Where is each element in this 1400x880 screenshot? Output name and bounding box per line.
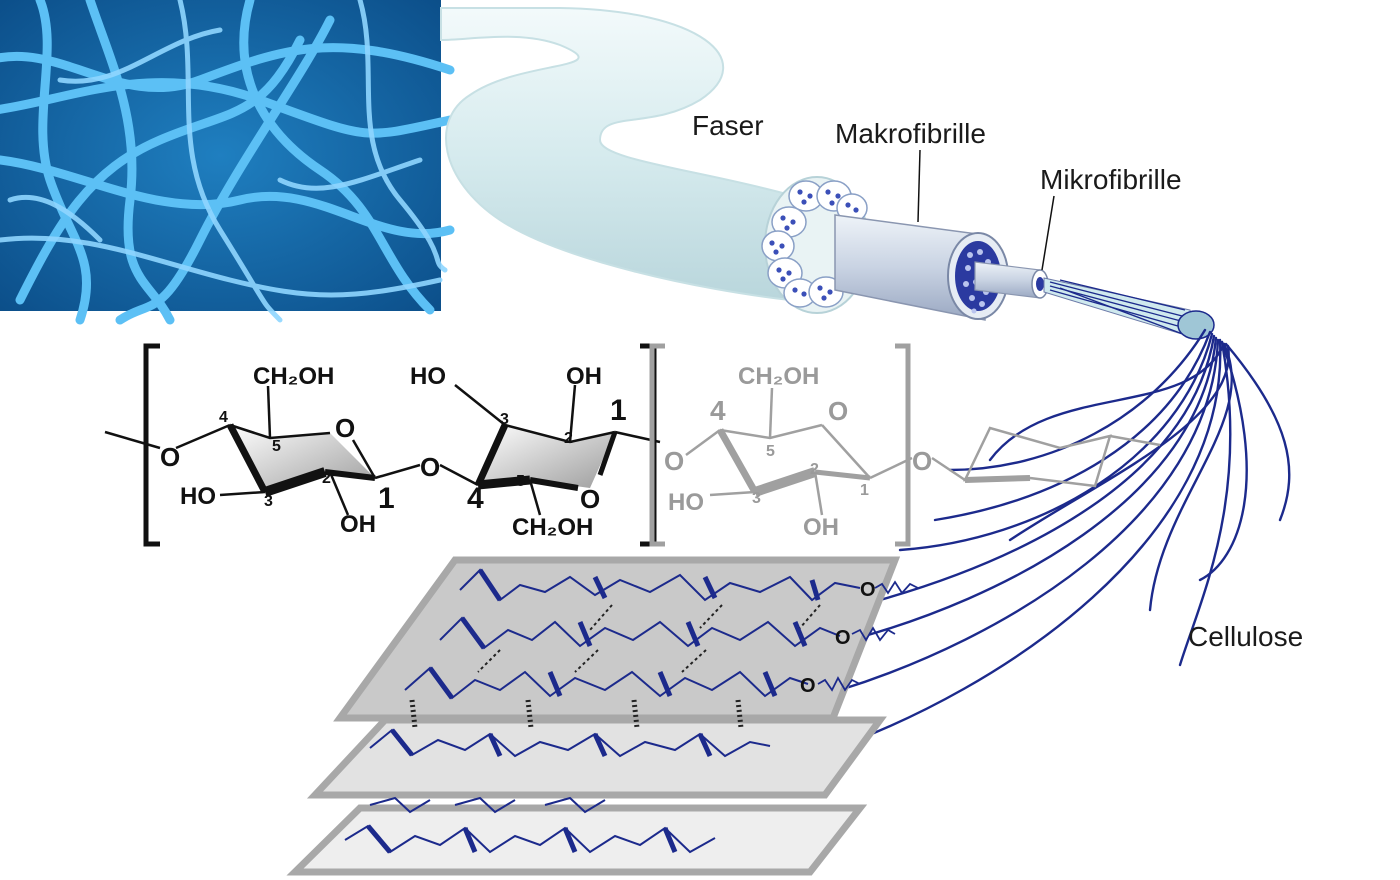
- c4-gray-label: 4: [710, 395, 726, 426]
- c4-ring2-label: 4: [467, 482, 484, 515]
- ch2oh-bottom-label: CH₂OH: [512, 514, 593, 541]
- o-ring2-label: O: [580, 484, 600, 514]
- cellobiose-structure: [104, 343, 661, 547]
- c3-num: 3: [264, 493, 273, 510]
- ho-gray-label: HO: [668, 489, 704, 516]
- g1-num: 1: [860, 482, 869, 499]
- label-mikrofibrille: Mikrofibrille: [1040, 164, 1182, 195]
- mikrofibrille-tube: [974, 261, 1215, 340]
- c1-ring2-label: 1: [610, 394, 627, 427]
- oh-bottom-label: OH: [340, 511, 376, 538]
- sheet-o-3: O: [800, 675, 816, 697]
- c5-num: 5: [272, 438, 281, 455]
- sheet-o-1: O: [860, 579, 876, 601]
- label-makrofibrille: Makrofibrille: [835, 118, 986, 149]
- ho-top-label: HO: [410, 363, 446, 390]
- c4-num: 4: [219, 409, 228, 426]
- cellulose-sheets: O O O: [286, 556, 919, 876]
- label-cellulose: Cellulose: [1188, 621, 1303, 652]
- sheet-o-2: O: [835, 627, 851, 649]
- faser-fiber: [440, 7, 791, 302]
- g3-num: 3: [752, 490, 761, 507]
- c1-ring1-label: 1: [378, 482, 395, 515]
- label-faser: Faser: [692, 110, 764, 141]
- c2-num: 2: [322, 470, 331, 487]
- gray-glucose-unit: [649, 343, 1161, 547]
- o-gray-ring-label: O: [828, 396, 848, 426]
- o-gray-right-label: O: [912, 446, 932, 476]
- o-ring1-label: O: [335, 413, 355, 443]
- c5b-num: 5: [516, 473, 525, 490]
- chem-labels: CH₂OH HO OH HO OH CH₂OH O O O O 1 1 4 4 …: [160, 363, 627, 541]
- c3b-num: 3: [500, 411, 509, 428]
- o-bridge-label: O: [420, 452, 440, 482]
- ch2oh-top-label: CH₂OH: [253, 363, 334, 390]
- o-left-label: O: [160, 442, 180, 472]
- ch2oh-gray-label: CH₂OH: [738, 363, 819, 390]
- cellulose-strands: [828, 328, 1291, 752]
- ho-gray-bottom-label: OH: [803, 514, 839, 541]
- g2-num: 2: [810, 461, 819, 478]
- o-gray-left-label: O: [664, 446, 684, 476]
- leader-makrofibrille: [917, 149, 921, 223]
- sem-micrograph: [0, 0, 455, 325]
- ho-left-label: HO: [180, 483, 216, 510]
- chem-labels-gray: CH₂OH HO OH O O O 4 5 2 3 1: [664, 363, 932, 541]
- oh-top-label: OH: [566, 363, 602, 390]
- g5-num: 5: [766, 443, 775, 460]
- c2b-num: 2: [564, 430, 573, 447]
- leader-mikrofibrille: [1041, 195, 1055, 271]
